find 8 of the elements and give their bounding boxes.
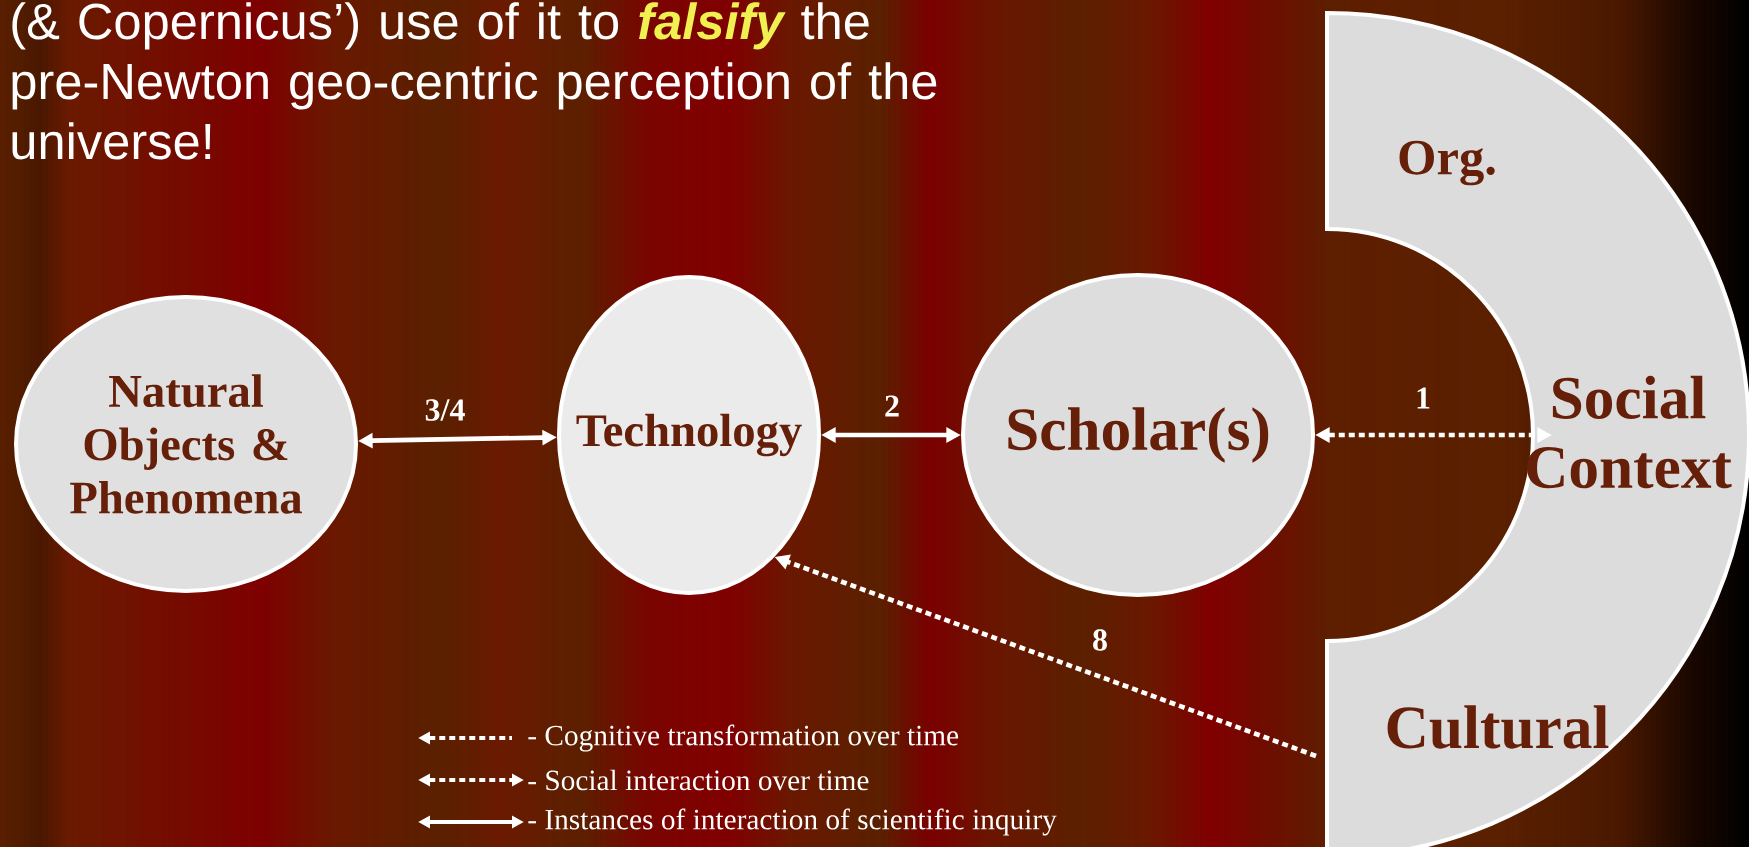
- edge-label: 2: [885, 395, 899, 417]
- legend-text: - Social interaction over time: [528, 769, 869, 791]
- edge-label: 1: [1417, 387, 1430, 409]
- edge-label: 8: [1093, 629, 1107, 651]
- edge-label: 3/4: [425, 399, 465, 421]
- legend-text: - Cognitive transformation over time: [528, 724, 959, 752]
- legend-text: - Instances of interaction of scientific inquiry: [528, 808, 1057, 836]
- body-text: (& Copernicus’) use of it to falsify the pre-Newton geo-centric perception of the universe!: [12, 2, 937, 160]
